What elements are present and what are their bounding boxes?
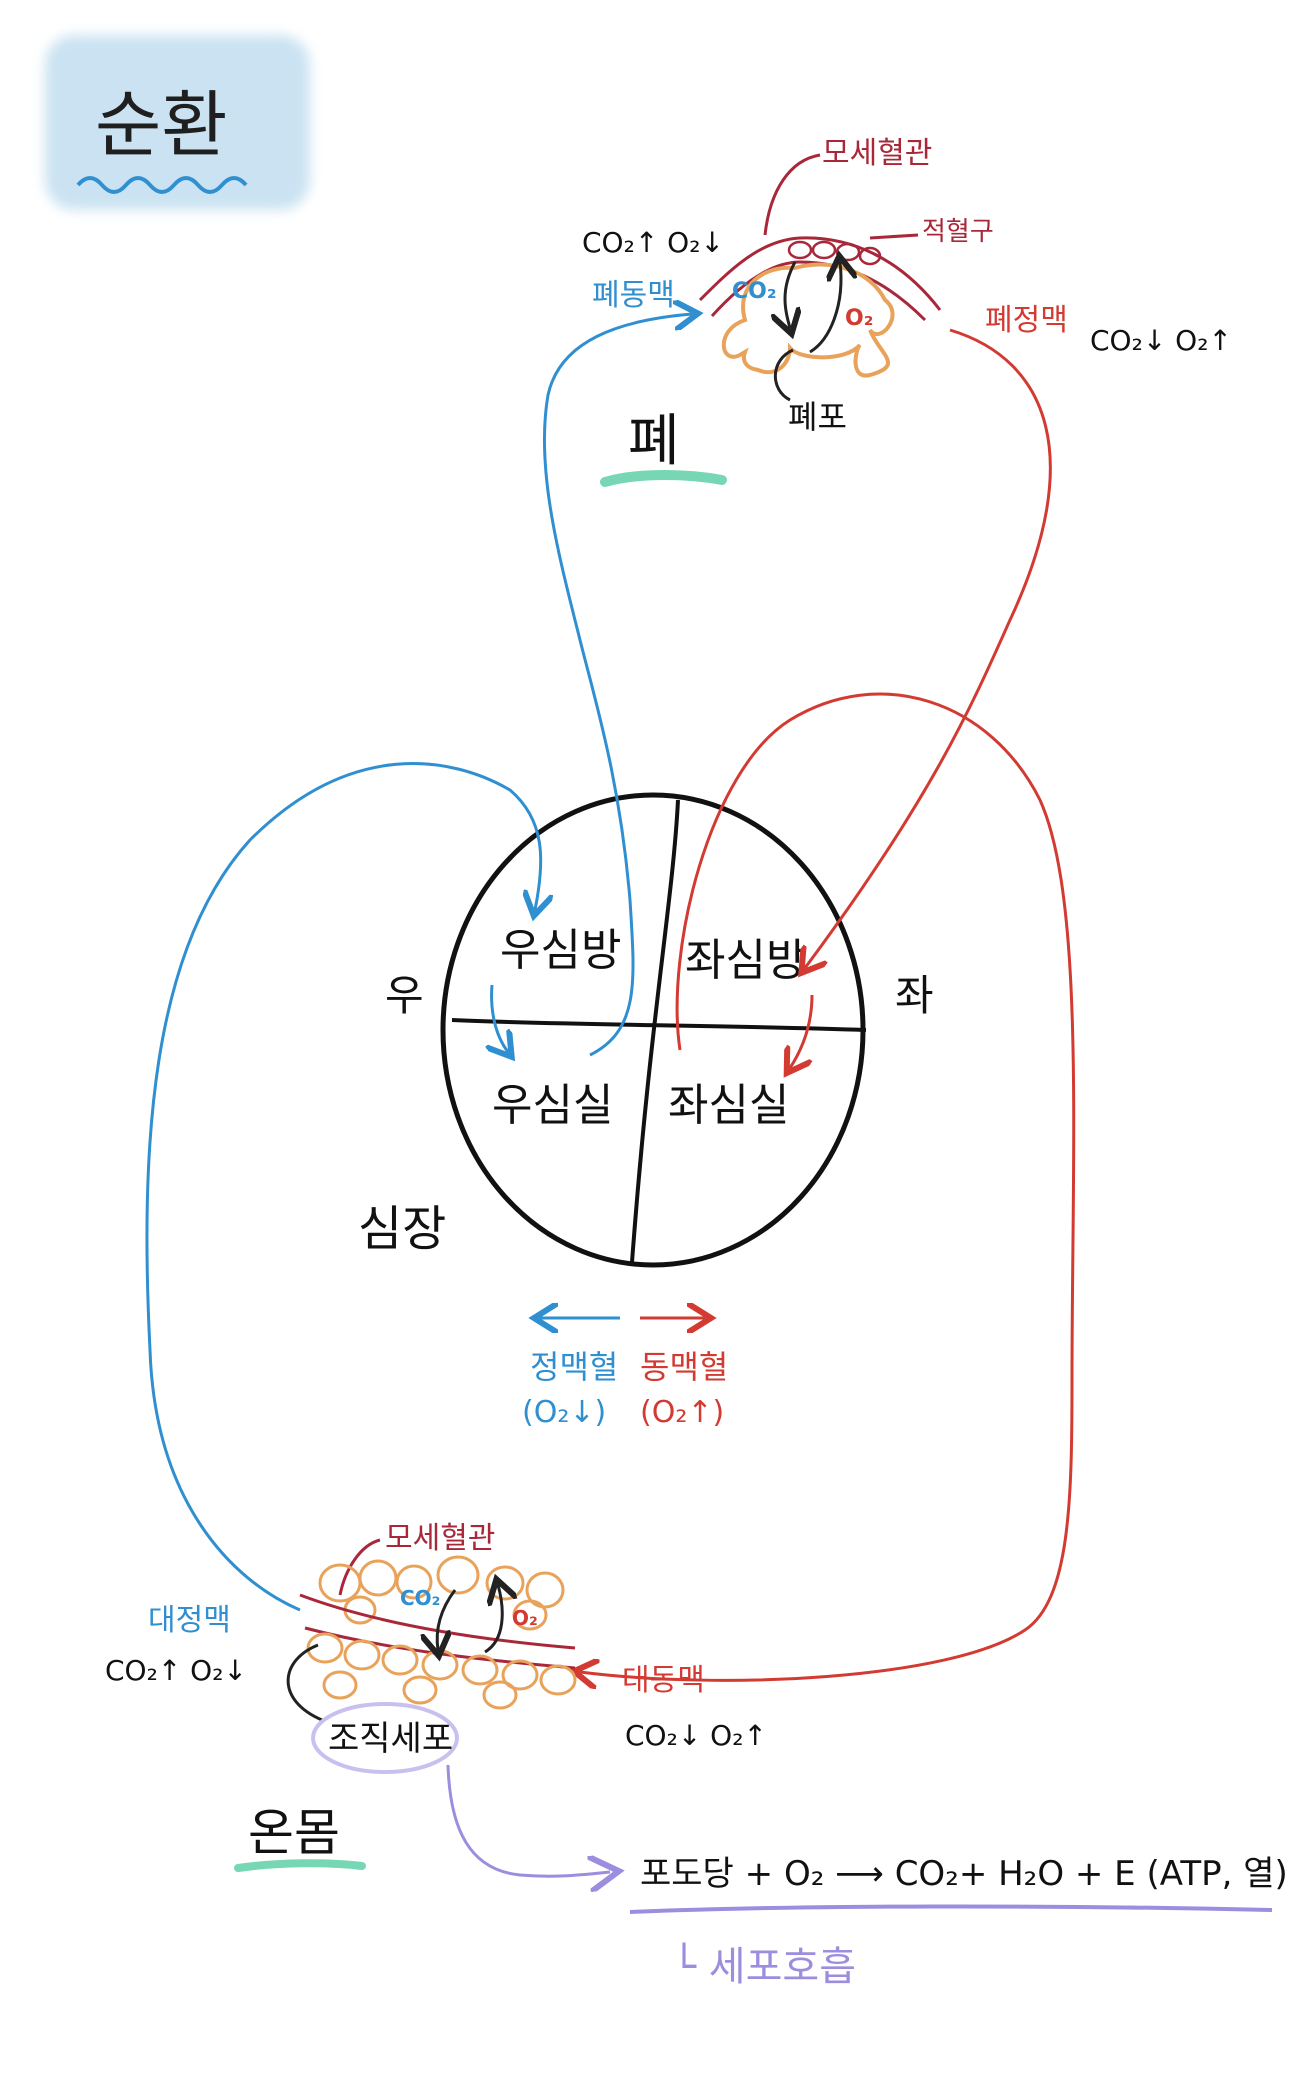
pulmonary-vein-vessel — [805, 328, 1052, 968]
body-co2: CO₂ — [400, 1586, 440, 1610]
tissue-cell-highlight — [311, 1702, 459, 1774]
body-underline — [234, 1859, 366, 1872]
arterial-o2-label: (O₂↑) — [640, 1395, 724, 1430]
pulmonary-vein-label: 폐정맥 — [985, 303, 1068, 338]
pulmonary-artery-label: 폐동맥 — [592, 278, 675, 313]
title-wash — [45, 35, 310, 210]
lung-co2-arrow — [785, 261, 795, 328]
arterial-blood-label: 동맥혈 — [640, 1348, 728, 1386]
pulmonary-vein-gas: CO₂↓ O₂↑ — [1090, 324, 1232, 357]
right-ventricle-label: 우심실 — [492, 1080, 613, 1131]
right-atrium-label: 우심방 — [500, 925, 621, 976]
lung-artery-gas: CO₂↑ O₂↓ — [582, 226, 724, 259]
vena-cava-label: 대정맥 — [148, 1603, 231, 1638]
aorta-gas: CO₂↓ O₂↑ — [625, 1719, 767, 1752]
vena-cava-vessel — [145, 762, 541, 1612]
lung-capillary-outer — [698, 236, 942, 311]
la-to-lv-arrow — [790, 994, 814, 1068]
respiration-underline — [629, 1904, 1273, 1914]
aorta-label: 대동맥 — [622, 1663, 705, 1698]
aorta-vessel — [580, 692, 1076, 1680]
left-ventricle-label: 좌심실 — [668, 1080, 789, 1131]
venous-blood-label: 정맥혈 — [530, 1348, 618, 1386]
heart-label: 심장 — [358, 1201, 446, 1257]
alveolus-label: 폐포 — [788, 398, 847, 436]
heart-septum-vertical — [630, 799, 680, 1263]
left-atrium-label: 좌심방 — [685, 935, 806, 986]
lung-o2-arrow — [809, 262, 841, 354]
body-capillary-upper — [299, 1593, 576, 1650]
alveolus-pointer — [773, 348, 794, 402]
pulmonary-artery-vessel — [542, 314, 692, 1057]
rbc-label: 적혈구 — [922, 217, 994, 247]
ra-to-rv-arrow — [492, 984, 508, 1052]
lung-o2: O₂ — [845, 306, 873, 331]
vena-cava-gas: CO₂↑ O₂↓ — [105, 1654, 247, 1687]
lung-capillary-inner — [710, 260, 927, 322]
respiration-link-arrow — [446, 1764, 610, 1876]
tissue-cell-label: 조직세포 — [328, 1719, 453, 1759]
body-label: 온몸 — [248, 1804, 340, 1862]
tissue-cells-lower — [306, 1632, 577, 1710]
lung-capillary-label: 모세혈관 — [822, 136, 932, 171]
lung-label: 폐 — [628, 409, 680, 474]
venous-o2-label: (O₂↓) — [522, 1395, 606, 1430]
respiration-equation: 포도당 + O₂ ⟶ CO₂+ H₂O + E (ATP, 열) — [640, 1854, 1288, 1894]
lung-co2: CO₂ — [732, 279, 776, 304]
tissue-cells-upper — [318, 1555, 565, 1631]
body-capillary-pointer — [338, 1538, 381, 1596]
lung-underline — [600, 470, 727, 487]
cellular-respiration-label: └ 세포호흡 — [672, 1942, 856, 1990]
heart-septum-horizontal — [451, 1018, 867, 1032]
body-capillary-label: 모세혈관 — [385, 1521, 495, 1556]
lung-capillary-pointer — [763, 153, 821, 236]
body-co2-arrow — [437, 1589, 457, 1650]
heart-right-side: 우 — [385, 971, 424, 1020]
page-title: 순환 — [95, 83, 227, 167]
body-o2-arrow — [484, 1585, 502, 1654]
title-underline-wave — [76, 176, 248, 194]
heart-left-side: 좌 — [895, 971, 934, 1020]
body-o2: O₂ — [512, 1606, 538, 1630]
alveolus — [721, 262, 895, 378]
tissue-cell-pointer — [286, 1643, 323, 1722]
rbc-pointer — [869, 233, 919, 240]
